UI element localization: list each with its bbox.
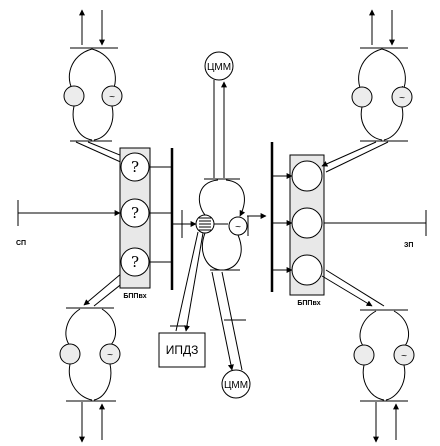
question-node-3 bbox=[120, 247, 150, 277]
question-label: ? bbox=[131, 158, 139, 176]
cmm-bottom-unit: ЦММ bbox=[211, 271, 251, 399]
tilde-label: ~ bbox=[401, 351, 407, 362]
tilde-label: ~ bbox=[235, 222, 241, 233]
unit-bottom-right: ~ bbox=[321, 269, 415, 443]
zp-output: ЗП bbox=[324, 210, 427, 249]
unit-top-right: ~ bbox=[321, 9, 413, 173]
node-bottom-left-a bbox=[59, 343, 81, 365]
bpp-right-label: БППвх bbox=[297, 300, 320, 307]
ipdz-unit: ИПДЗ bbox=[158, 231, 206, 368]
node-top-left-a bbox=[63, 85, 85, 107]
node-bottom-right-a bbox=[353, 344, 375, 366]
ipdz-label: ИПДЗ bbox=[166, 343, 199, 357]
right-node-1 bbox=[291, 160, 323, 192]
sp-label: СП bbox=[16, 240, 26, 247]
bpp-right-block: БППвх bbox=[270, 142, 325, 307]
zp-label: ЗП bbox=[404, 242, 413, 249]
node-top-right-a bbox=[351, 86, 373, 108]
right-node-3 bbox=[291, 254, 323, 286]
question-label: ? bbox=[131, 253, 139, 271]
cmm-bottom-label: ЦММ bbox=[224, 380, 248, 391]
question-node-2 bbox=[120, 198, 150, 228]
cmm-bottom-node bbox=[221, 369, 251, 399]
question-node-1 bbox=[120, 152, 150, 182]
center-switch: ~ bbox=[172, 178, 267, 271]
ipdz-box bbox=[158, 332, 206, 368]
right-node-2 bbox=[291, 207, 323, 239]
cmm-top-label: ЦММ bbox=[207, 62, 231, 73]
tilde-label: ~ bbox=[399, 93, 405, 104]
question-label: ? bbox=[131, 204, 139, 222]
bpp-left-label: БППвх bbox=[123, 293, 146, 300]
sp-input: СП bbox=[16, 200, 121, 247]
unit-top-left: ~ bbox=[63, 9, 135, 169]
cmm-top-unit: ЦММ bbox=[204, 51, 234, 178]
tilde-label: ~ bbox=[107, 350, 113, 361]
bpp-left-block: ? ? ? БППвх bbox=[119, 147, 174, 300]
cmm-top-node bbox=[204, 51, 234, 81]
tilde-label: ~ bbox=[109, 92, 115, 103]
